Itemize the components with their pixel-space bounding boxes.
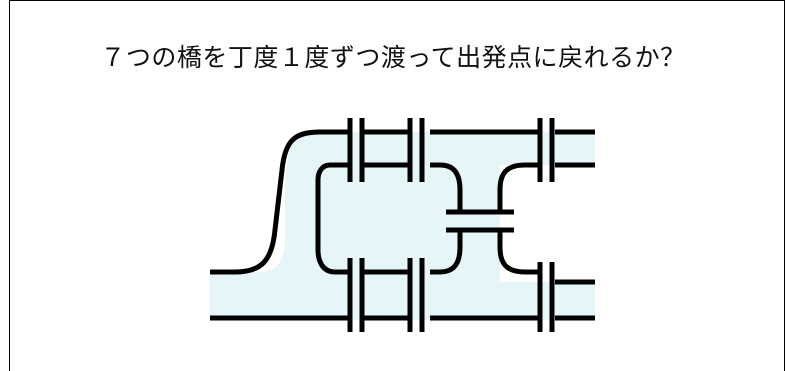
bridge-links [362,129,410,321]
bridge-6 [537,262,555,332]
bridge-2 [407,118,425,182]
river-water [210,132,595,320]
channel-right-bottom [497,230,540,275]
page-title: ７つの橋を丁度１度ずつ渡って出発点に戻れるか？ [100,43,686,72]
bridge-1 [347,118,365,182]
bridges [347,118,555,332]
bridge-5 [537,118,555,182]
channel-left-top [430,162,463,212]
channel-right-top [497,162,540,212]
bridge-7 [446,209,514,233]
channel-left-bottom [430,230,463,275]
bank-north-west [210,129,350,275]
island-left [315,162,350,275]
river-banks [210,129,595,321]
slide-frame [9,0,785,371]
